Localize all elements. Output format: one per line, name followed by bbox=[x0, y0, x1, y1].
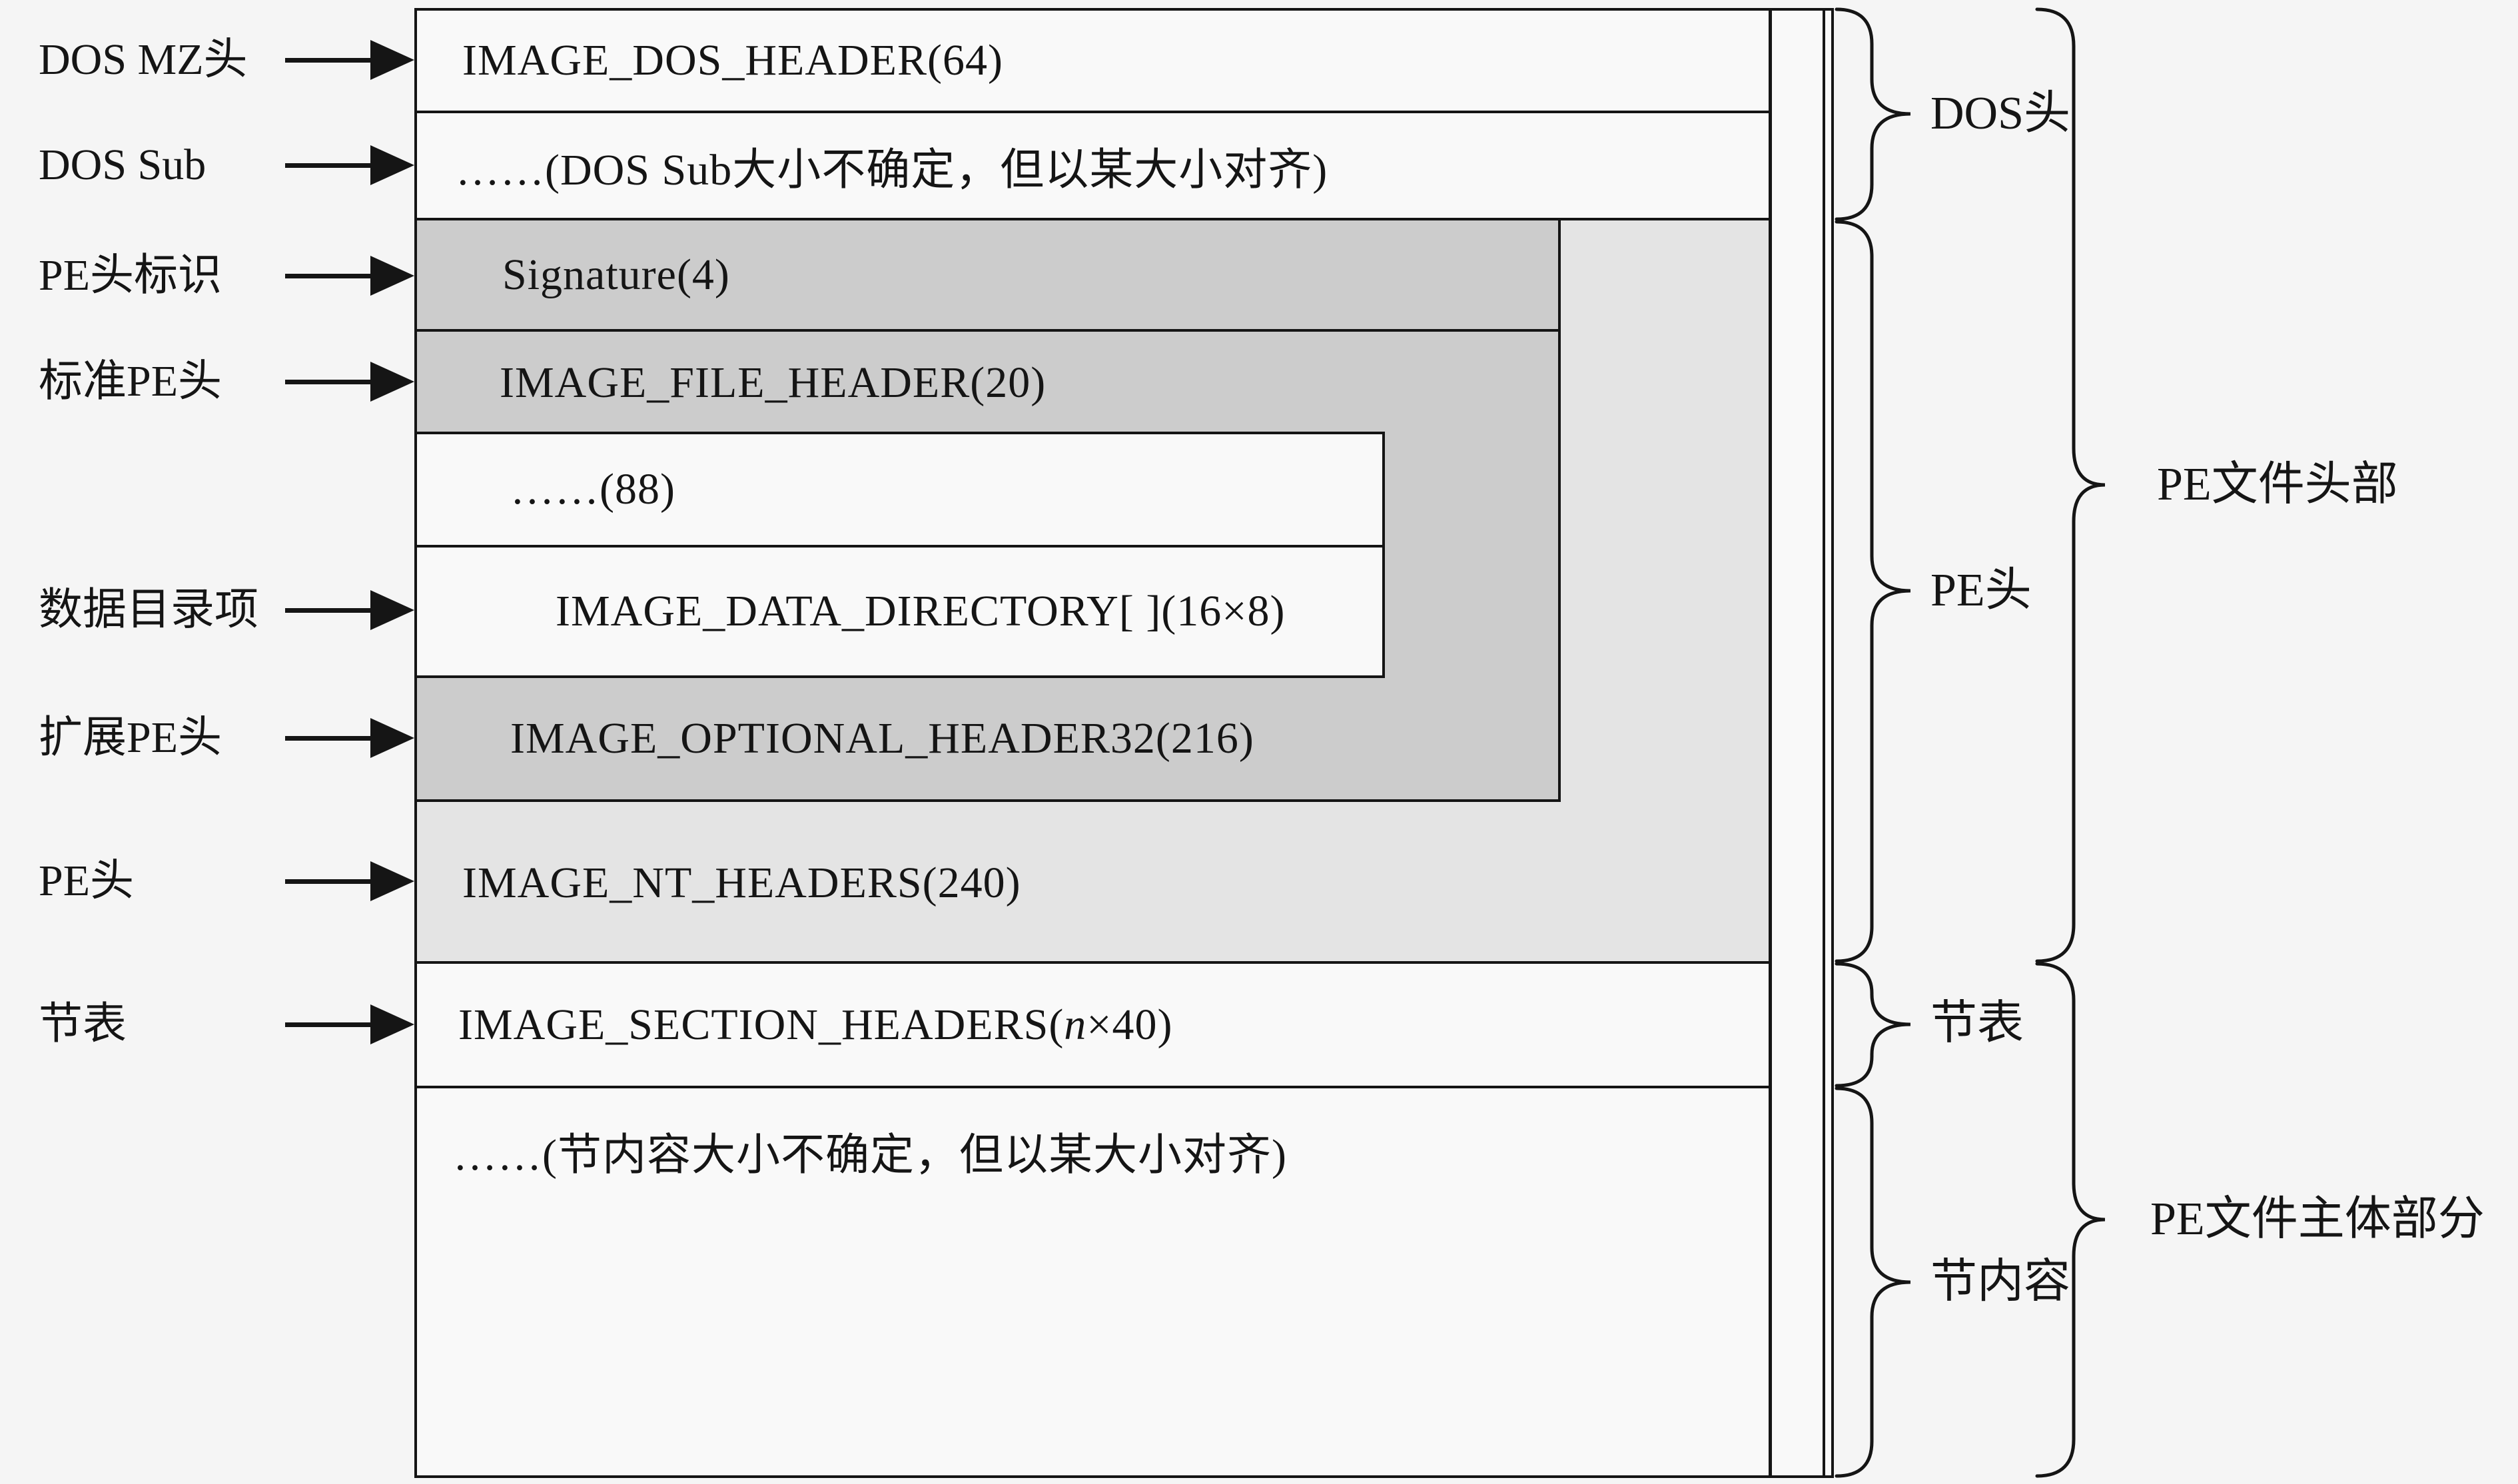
nt-headers-text: IMAGE_NT_HEADERS(240) bbox=[462, 858, 1021, 907]
right-label-dos-head: DOS头 bbox=[1930, 88, 2071, 139]
arrow-head-pe-signature bbox=[370, 256, 414, 296]
left-label-data-directory: 数据目录项 bbox=[39, 585, 258, 634]
brace-section-table-group bbox=[1835, 962, 1911, 1088]
arrow-head-pe-header bbox=[370, 861, 414, 901]
signature-text: Signature(4) bbox=[502, 250, 730, 299]
file-header-label: IMAGE_FILE_HEADER(20) bbox=[414, 332, 1561, 434]
left-label-pe-header: PE头 bbox=[39, 857, 135, 905]
arrow-head-standard-pe-header bbox=[370, 362, 414, 402]
padding-88-box bbox=[414, 432, 1385, 548]
arrow-head-dos-mz bbox=[370, 40, 414, 80]
section-headers-text-post: ×40) bbox=[1086, 1000, 1173, 1049]
dos-sub-label: ……(DOS Sub大小不确定，但以某大小对齐) bbox=[414, 111, 1771, 220]
optional-header-label: IMAGE_OPTIONAL_HEADER32(216) bbox=[414, 675, 1561, 802]
data-directory-text: IMAGE_DATA_DIRECTORY[ ](16×8) bbox=[556, 587, 1286, 635]
nt-headers-label: IMAGE_NT_HEADERS(240) bbox=[414, 802, 1771, 964]
left-label-dos-mz: DOS MZ头 bbox=[39, 35, 248, 84]
optional-header-text: IMAGE_OPTIONAL_HEADER32(216) bbox=[510, 714, 1254, 763]
right-label-section-table: 节表 bbox=[1930, 998, 2024, 1049]
dos-header-text: IMAGE_DOS_HEADER(64) bbox=[462, 36, 1003, 85]
right-empty-strip bbox=[1769, 8, 1825, 1478]
section-headers-label: IMAGE_SECTION_HEADERS(n×40) bbox=[414, 961, 1771, 1088]
brace-dos-header-group bbox=[1835, 7, 1911, 221]
signature-label: Signature(4) bbox=[414, 218, 1561, 332]
arrow-head-data-directory bbox=[370, 590, 414, 630]
left-label-section-table: 节表 bbox=[39, 1000, 127, 1048]
dos-header-box bbox=[414, 8, 1771, 113]
left-label-extended-pe-header: 扩展PE头 bbox=[39, 713, 222, 762]
arrow-line-section-table bbox=[285, 1022, 374, 1027]
arrow-line-dos-mz bbox=[285, 58, 374, 63]
signature-bottom-line bbox=[417, 329, 1558, 332]
right-label-pe-head: PE头 bbox=[1930, 565, 2032, 616]
brace-section-content-group bbox=[1835, 1086, 1911, 1478]
arrow-line-extended-pe-header bbox=[285, 736, 374, 741]
brace-pe-header-group bbox=[1835, 220, 1911, 963]
arrow-head-section-table bbox=[370, 1004, 414, 1044]
data-directory-box bbox=[414, 545, 1385, 678]
right-label-pe-file-body: PE文件主体部分 bbox=[2150, 1194, 2485, 1245]
arrow-head-extended-pe-header bbox=[370, 718, 414, 758]
brace-pe-file-head-section bbox=[2035, 7, 2106, 963]
section-headers-text-pre: IMAGE_SECTION_HEADERS( bbox=[458, 1000, 1064, 1049]
section-content-label: ……(节内容大小不确定，但以某大小对齐) bbox=[414, 1086, 1771, 1478]
brace-pe-file-body-section bbox=[2035, 962, 2106, 1478]
arrow-line-pe-signature bbox=[285, 274, 374, 278]
arrow-line-dos-sub bbox=[285, 163, 374, 168]
left-label-pe-signature: PE头标识 bbox=[39, 251, 222, 300]
arrow-line-pe-header bbox=[285, 879, 374, 884]
left-label-standard-pe-header: 标准PE头 bbox=[39, 357, 222, 406]
section-headers-text-n: n bbox=[1064, 1000, 1087, 1049]
data-directory-label: IMAGE_DATA_DIRECTORY[ ](16×8) bbox=[414, 545, 1385, 678]
arrow-line-data-directory bbox=[285, 608, 374, 613]
padding-88-text: ……(88) bbox=[510, 465, 675, 514]
right-label-section-content: 节内容 bbox=[1930, 1256, 2070, 1307]
arrow-line-standard-pe-header bbox=[285, 380, 374, 384]
file-header-text: IMAGE_FILE_HEADER(20) bbox=[500, 358, 1047, 407]
arrow-head-dos-sub bbox=[370, 145, 414, 185]
right-label-pe-file-head: PE文件头部 bbox=[2157, 459, 2398, 510]
padding-88-label: ……(88) bbox=[414, 432, 1385, 548]
dos-sub-text: ……(DOS Sub大小不确定，但以某大小对齐) bbox=[456, 145, 1328, 194]
dos-header-label: IMAGE_DOS_HEADER(64) bbox=[414, 8, 1771, 113]
section-headers-box bbox=[414, 961, 1771, 1088]
section-content-box bbox=[414, 1086, 1771, 1478]
section-content-text: ……(节内容大小不确定，但以某大小对齐) bbox=[453, 1131, 1287, 1180]
left-label-dos-sub: DOS Sub bbox=[39, 141, 207, 189]
